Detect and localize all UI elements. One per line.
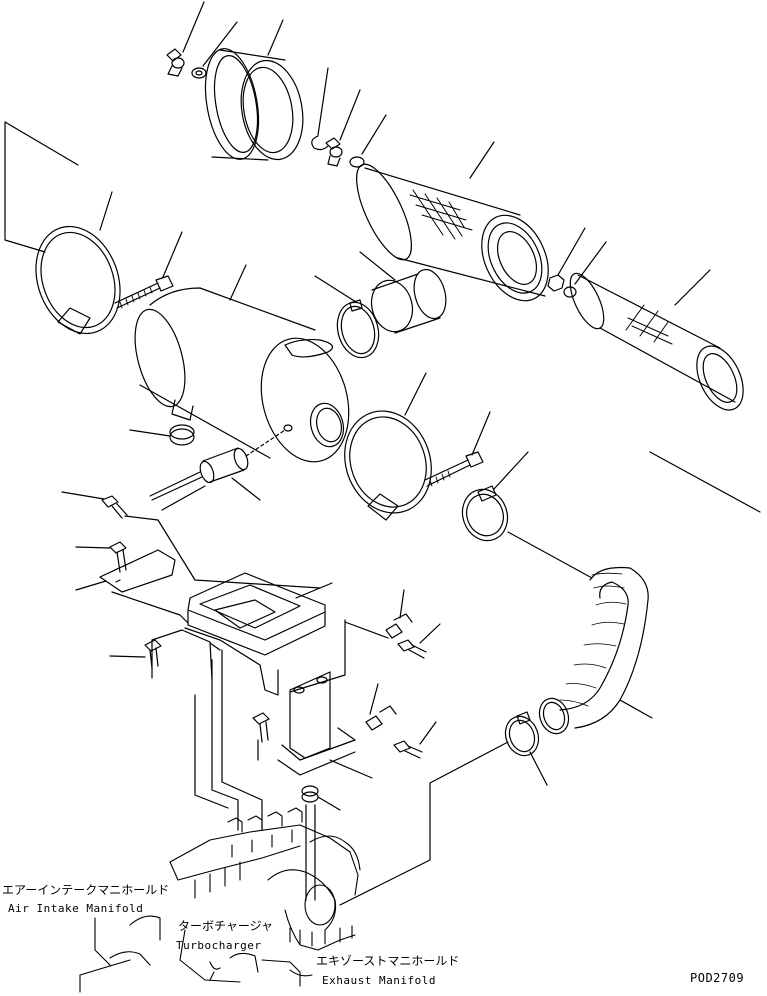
engine-outline xyxy=(79,807,361,993)
reference-line xyxy=(649,451,761,513)
rubber-mount xyxy=(301,791,319,803)
connector-hose xyxy=(370,268,447,334)
washer-right xyxy=(563,286,577,298)
mounting-plate xyxy=(184,572,326,696)
clip-lower xyxy=(365,705,397,731)
flange-bolt-1 xyxy=(101,495,128,519)
flange-bolt-2 xyxy=(109,541,127,573)
reference-line xyxy=(211,659,239,831)
wing-nut-top xyxy=(166,48,185,77)
bolt-long-right xyxy=(424,451,484,487)
leader-line xyxy=(295,582,333,599)
leader-line xyxy=(314,275,357,303)
clip xyxy=(311,135,329,151)
leader-line xyxy=(202,21,238,67)
reference-line xyxy=(339,741,509,906)
bolt-lower-right xyxy=(393,740,423,759)
clip-upper xyxy=(385,613,413,639)
leader-line xyxy=(419,623,441,644)
hose-clamp-upper xyxy=(461,488,509,542)
leader-line xyxy=(231,477,261,501)
leader-line xyxy=(129,429,171,437)
band-clamp-right xyxy=(344,410,432,521)
leader-line xyxy=(317,67,329,136)
support-bracket xyxy=(277,671,356,776)
leader-line xyxy=(109,655,146,658)
band-clamp-left xyxy=(35,225,121,335)
drawing-number: POD2709 xyxy=(690,971,745,985)
bolt-upper-right xyxy=(397,639,427,659)
leader-line xyxy=(339,89,361,141)
leader-line xyxy=(493,451,529,490)
leader-line xyxy=(162,231,183,278)
leader-line xyxy=(329,759,373,779)
inner-element xyxy=(569,272,744,411)
turbocharger-jp-label: ターボチャージャ xyxy=(178,919,274,933)
exhaust-manifold-jp-label: エキゾーストマニホールド xyxy=(316,954,460,968)
reference-line xyxy=(507,531,593,579)
leader-line xyxy=(574,241,607,285)
leader-line xyxy=(359,251,396,281)
leader-line xyxy=(619,699,653,719)
washer-middle xyxy=(349,156,365,168)
reference-line xyxy=(111,591,189,624)
bracket-small xyxy=(99,549,176,593)
turbocharger-en-label: Turbocharger xyxy=(176,939,262,952)
dust-indicator xyxy=(149,429,286,511)
washer-top xyxy=(191,67,207,79)
reference-line xyxy=(124,515,321,589)
leader-line xyxy=(61,491,105,500)
leader-line xyxy=(674,269,711,306)
elbow-hose xyxy=(538,566,649,735)
leader-line xyxy=(369,683,379,715)
leader-line xyxy=(229,264,247,301)
leader-line xyxy=(529,751,548,786)
wing-nut-middle xyxy=(325,137,343,167)
leader-line xyxy=(557,227,586,276)
leader-line xyxy=(361,114,387,155)
reference-line xyxy=(289,619,346,693)
leader-line xyxy=(419,721,437,745)
leader-line xyxy=(317,796,341,811)
hose-clamp-lower xyxy=(504,715,540,757)
leader-line xyxy=(404,372,427,416)
outer-element xyxy=(356,163,549,302)
leader-line xyxy=(99,191,113,231)
nut-right xyxy=(547,274,565,292)
leader-line xyxy=(399,589,405,619)
air-intake-manifold-en-label: Air Intake Manifold xyxy=(8,902,144,915)
bolt-long-left xyxy=(114,275,174,309)
leader-line xyxy=(75,580,107,591)
leader-line xyxy=(182,1,205,53)
air-cleaner-cover xyxy=(204,48,304,161)
air-cleaner-body xyxy=(134,287,350,463)
exhaust-manifold-en-label: Exhaust Manifold xyxy=(322,974,436,987)
gasket xyxy=(169,428,195,446)
leader-line xyxy=(267,19,284,56)
reference-line xyxy=(151,629,213,681)
reference-line xyxy=(4,121,46,253)
air-intake-manifold-jp-label: エアーインテークマニホールド xyxy=(2,883,170,897)
flange-bolt-3 xyxy=(144,639,162,669)
flange-bolt-4 xyxy=(252,712,270,743)
leader-line xyxy=(469,141,495,179)
leader-line xyxy=(471,411,491,456)
leader-line xyxy=(75,546,111,549)
